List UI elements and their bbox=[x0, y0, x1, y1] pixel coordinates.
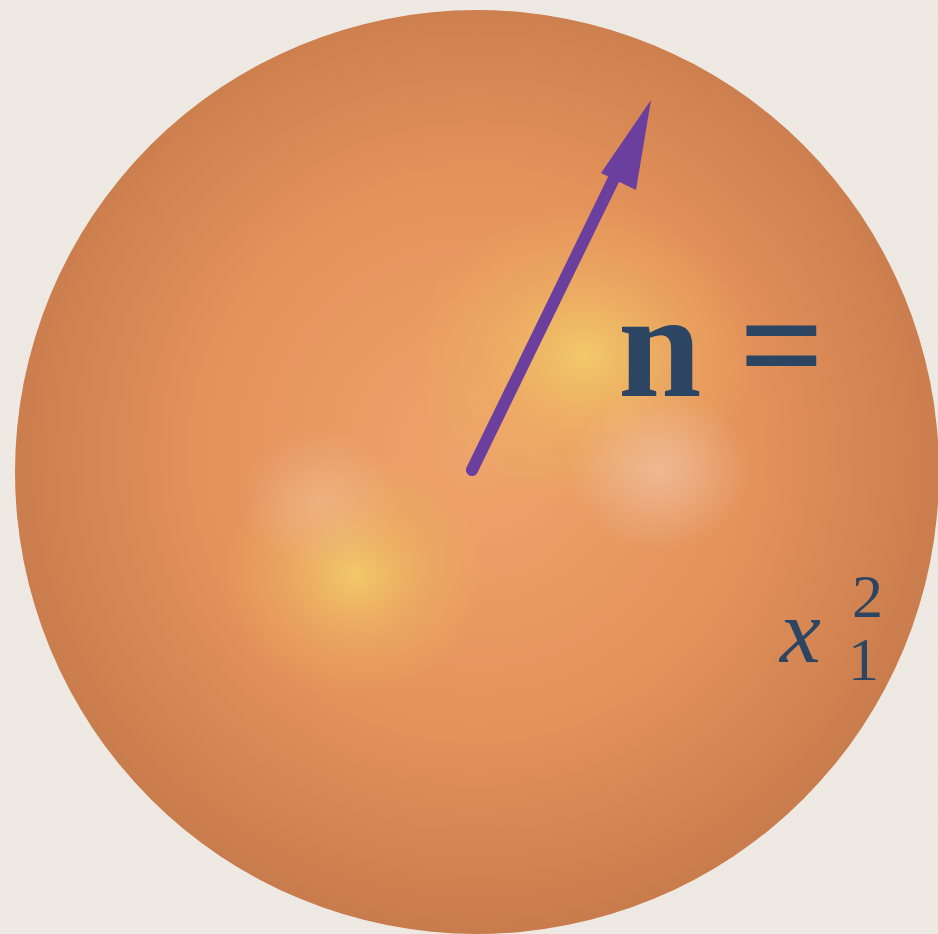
vector-name: n = bbox=[618, 270, 824, 420]
sphere-highlight bbox=[240, 430, 400, 570]
normal-vector-head bbox=[601, 100, 651, 190]
sphere bbox=[15, 10, 938, 934]
exponent: 2 bbox=[852, 565, 883, 627]
subscript: 1 bbox=[848, 628, 879, 690]
variable: x bbox=[780, 585, 821, 677]
normal-vector-shaft bbox=[472, 162, 622, 470]
